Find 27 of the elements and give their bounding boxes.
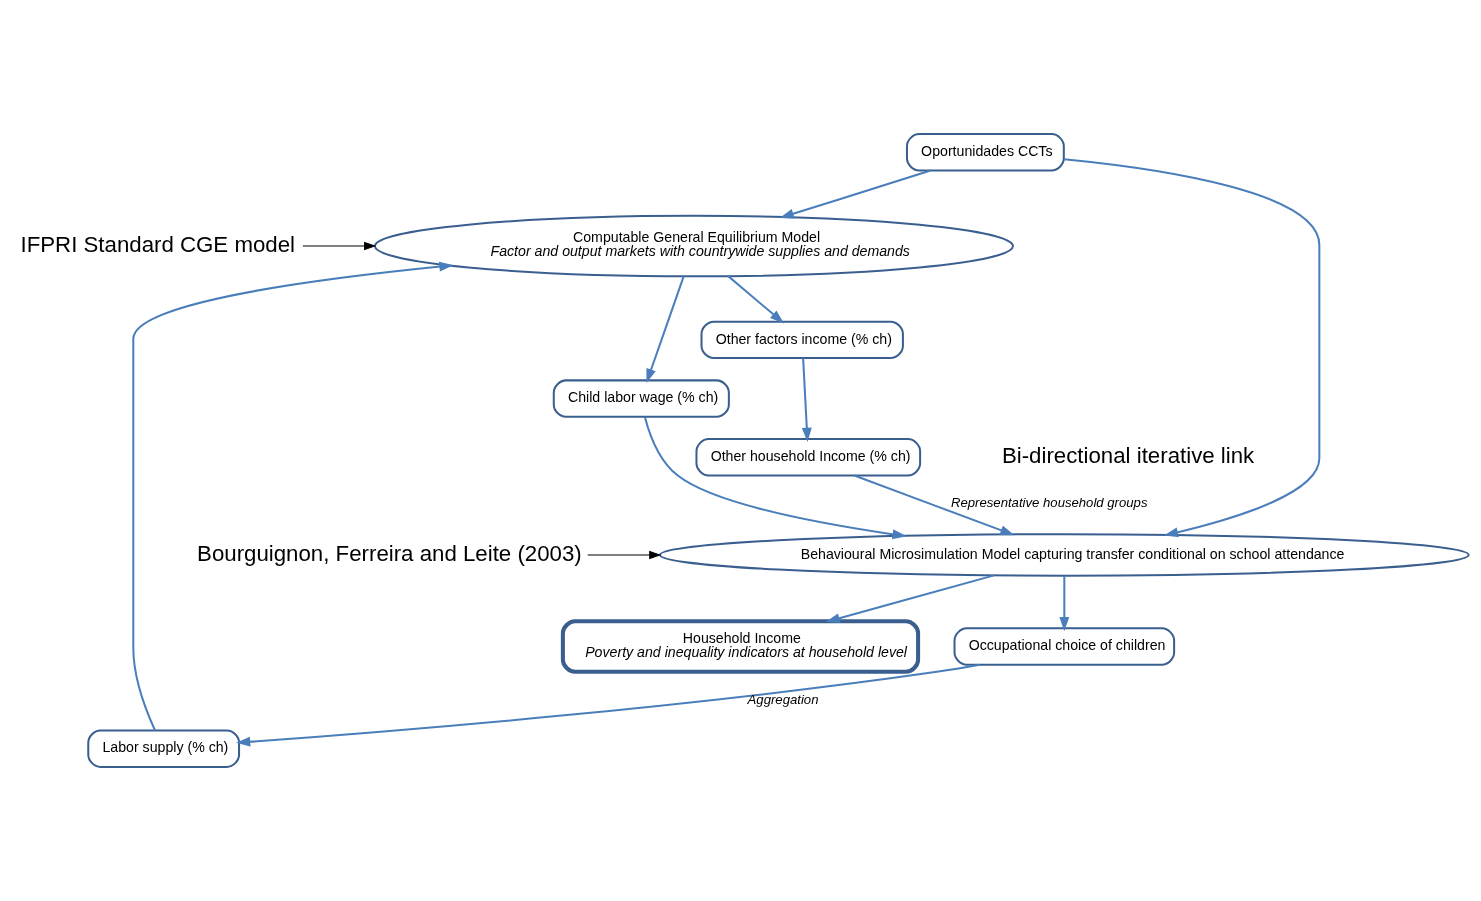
node-box: Household Income Poverty and inequality indicators at household level: [560, 619, 921, 674]
node-box: Oportunidades CCTs: [905, 133, 1065, 172]
arrow: [302, 241, 377, 251]
label: Bi-directional iterative link: [1001, 442, 1255, 468]
arrow: [1059, 575, 1070, 632]
node-ellipse: Behavioural Microsimulation Model capturing transfer conditional on school attendance: [659, 533, 1470, 577]
edge-label: Aggregation: [747, 691, 819, 707]
arrow: [779, 169, 931, 219]
arrow: [801, 358, 812, 442]
node-text: IFPRI Standard CGE model: [20, 231, 295, 257]
node-box: Other household Income (% ch): [695, 438, 922, 477]
node-box: Labor supply (% ch): [87, 729, 241, 768]
node-ellipse: Computable General Equilibrium Model Factor and output markets with countrywide supplies and demands: [373, 214, 1014, 278]
arrow: [643, 416, 907, 540]
node-box: Child labor wage (% ch): [552, 379, 730, 418]
node-text: Bourguignon, Ferreira and Leite (2003): [197, 540, 582, 566]
node-box: Other factors income (% ch): [700, 320, 904, 360]
arrow: [132, 261, 454, 731]
arrow: [587, 550, 662, 560]
arrow: [727, 275, 785, 324]
arrow: [1064, 158, 1321, 538]
arrow: [646, 276, 685, 383]
arrow: [825, 574, 995, 623]
arrow: [854, 474, 1015, 536]
node-box: Occupational choice of children: [953, 627, 1176, 666]
edge-label: Representative household groups: [950, 495, 1148, 511]
arrow: [236, 663, 980, 747]
